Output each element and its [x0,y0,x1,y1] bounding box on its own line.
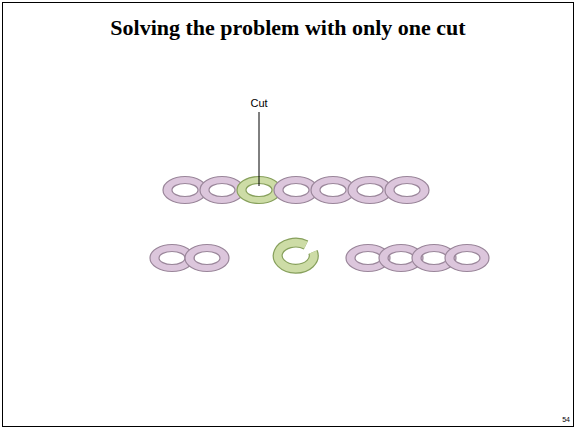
left-pieces [150,245,229,272]
slide-title: Solving the problem with only one cut [110,15,465,41]
page-number: 54 [562,416,570,423]
right-pieces [346,245,489,272]
cut-label: Cut [250,97,267,109]
leader-line [259,112,260,186]
whole-chain [163,177,429,204]
slide-border [3,3,574,427]
open-link [278,243,314,269]
